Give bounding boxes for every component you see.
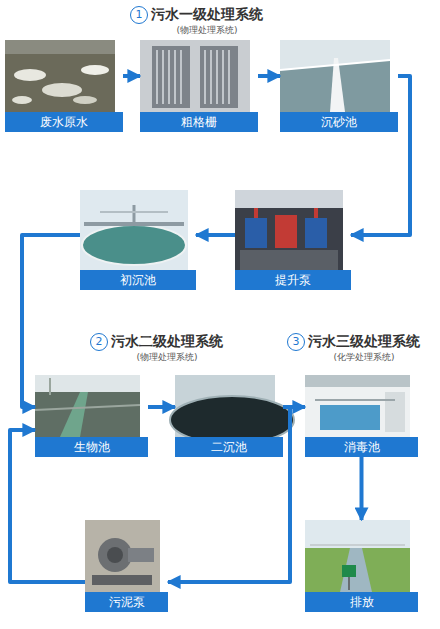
process-box: 生物池 — [35, 375, 148, 457]
section-title: 污水三级处理系统 — [308, 331, 420, 351]
section-subtitle: (物理处理系统) — [176, 24, 237, 36]
flow-arrow — [351, 76, 410, 235]
flow-arrow — [196, 233, 235, 237]
screen-photo — [140, 40, 250, 112]
disinfection-tank-photo — [305, 375, 410, 437]
bio-tank-photo — [35, 375, 140, 437]
caption-bar: 沉砂池 — [280, 112, 398, 132]
caption-bar: 生物池 — [35, 437, 148, 457]
flow-arrow — [258, 74, 280, 78]
flow-arrow — [22, 235, 80, 407]
lift-pump-photo — [235, 190, 343, 270]
process-box: 排放 — [305, 520, 418, 612]
process-box: 粗格栅 — [140, 40, 258, 132]
callout-number: 3 — [287, 333, 305, 351]
flow-arrow — [168, 407, 290, 582]
caption-bar: 废水原水 — [5, 112, 123, 132]
process-box: 沉砂池 — [280, 40, 398, 132]
section-subtitle: (化学处理系统) — [333, 351, 394, 363]
process-box: 提升泵 — [235, 190, 351, 290]
wastewater-photo — [5, 40, 115, 112]
caption-bar: 二沉池 — [175, 437, 283, 457]
caption-bar: 初沉池 — [80, 270, 196, 290]
caption-bar: 排放 — [305, 592, 418, 612]
caption-bar: 粗格栅 — [140, 112, 258, 132]
secondary-clarifier-photo — [170, 375, 294, 444]
process-box: 废水原水 — [5, 40, 123, 132]
callout-number: 2 — [90, 333, 108, 351]
discharge-photo — [305, 520, 410, 592]
flow-arrow — [360, 457, 364, 520]
section-title: 污水二级处理系统 — [111, 331, 223, 351]
caption-bar: 消毒池 — [305, 437, 418, 457]
section-title: 污水一级处理系统 — [151, 4, 263, 24]
sludge-pump-photo — [85, 520, 160, 592]
process-box: 污泥泵 — [85, 520, 168, 612]
process-box: 初沉池 — [80, 190, 196, 290]
flow-arrow — [123, 74, 140, 78]
callout-number: 1 — [130, 6, 148, 24]
caption-bar: 污泥泵 — [85, 592, 168, 612]
flow-arrow — [148, 405, 175, 409]
process-box: 二沉池 — [175, 375, 283, 457]
primary-clarifier-photo — [80, 190, 188, 270]
caption-bar: 提升泵 — [235, 270, 351, 290]
grit-chamber-photo — [280, 40, 390, 112]
section-subtitle: (物理处理系统) — [136, 351, 197, 363]
process-box: 消毒池 — [305, 375, 418, 457]
